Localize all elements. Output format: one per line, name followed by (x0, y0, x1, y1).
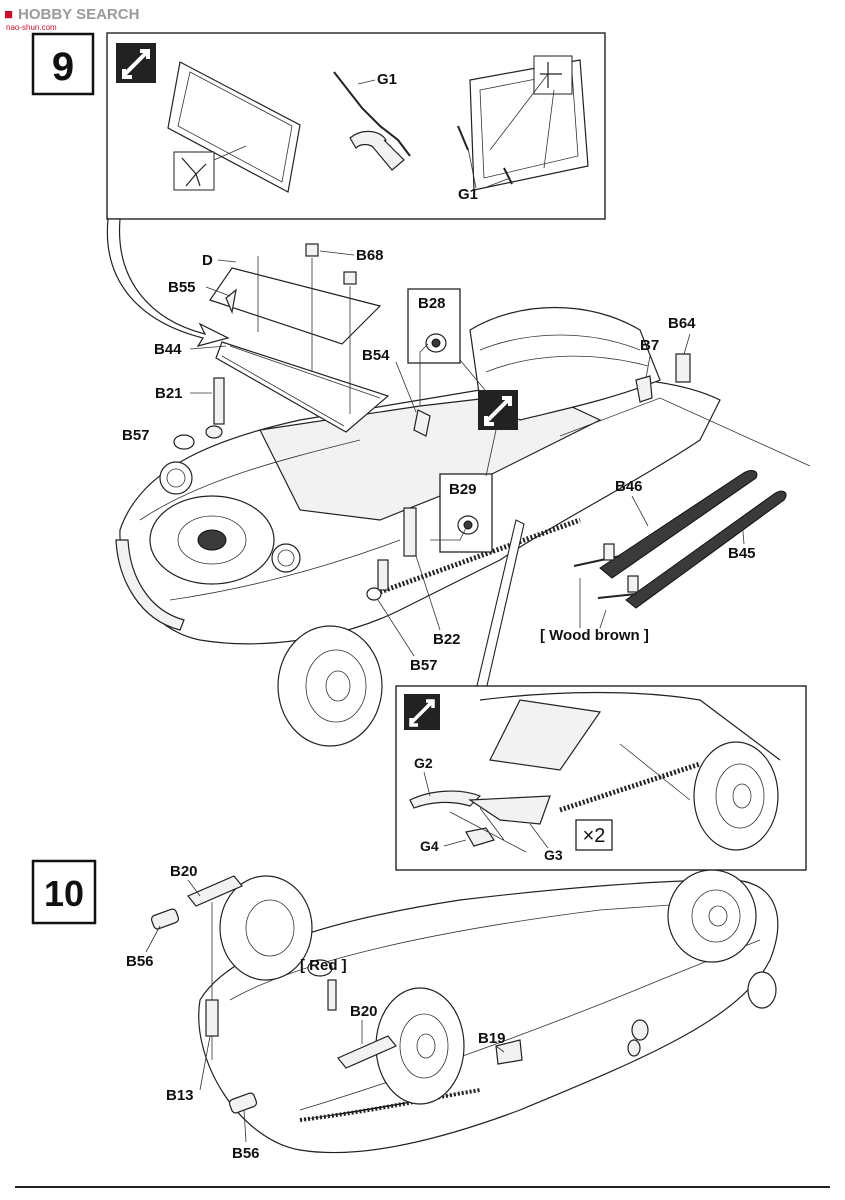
part-b68-a (305, 243, 319, 257)
part-b21 (213, 377, 225, 425)
inset-wheel (693, 741, 779, 851)
step-9: 9 G1 (31, 32, 811, 871)
hinge-detail-box (533, 55, 573, 95)
multiplier-box (575, 819, 613, 851)
underside-wheel-rear (667, 869, 757, 963)
detail-pointer-arrow (106, 218, 230, 347)
part-b56-top (150, 908, 180, 930)
label-b46: B46 (615, 478, 643, 495)
front-wheel (277, 625, 383, 747)
label-b7: B7 (640, 337, 659, 354)
step-9-number: 9 (52, 45, 74, 89)
part-g1-wiper: G1 (333, 71, 411, 171)
label-b54: B54 (362, 347, 390, 364)
step-10: 10 (31, 859, 779, 1162)
part-b64 (675, 353, 691, 383)
windshield-frame-left (167, 61, 301, 193)
rear-light (747, 971, 777, 1009)
label-b64: B64 (668, 315, 696, 332)
label-b57-left: B57 (122, 427, 150, 444)
part-b45-oar (625, 490, 787, 609)
part-b56-bottom (228, 1092, 258, 1114)
label-b55: B55 (168, 279, 196, 296)
part-g3 (468, 795, 551, 825)
part-b57-bottom (366, 587, 382, 601)
oars (573, 470, 787, 609)
label-b28: B28 (418, 295, 446, 312)
label-b68: B68 (356, 247, 384, 264)
watermark-site: nao-shun.com (6, 23, 57, 32)
watermark-brand-prefix: ■ (4, 6, 13, 23)
color-note-wood-brown: [ Wood brown ] (540, 627, 649, 644)
watermark: ■ HOBBY SEARCH nao-shun.com (4, 6, 139, 32)
part-b22 (403, 507, 417, 557)
headlight-left (159, 461, 193, 495)
part-b19 (495, 1039, 523, 1065)
step-9-inset-panel: G2 G3 G4 ×2 (395, 685, 807, 871)
label-b56-bottom: B56 (232, 1145, 260, 1162)
assembly-icon (116, 43, 156, 83)
part-g4 (465, 827, 495, 847)
spare-wheel (149, 495, 275, 585)
label-b20-bottom: B20 (350, 1003, 378, 1020)
callout-b29: B29 (430, 429, 497, 553)
part-b13 (205, 999, 219, 1037)
schwimmwagen-body (115, 306, 721, 747)
part-b57-left (173, 434, 195, 450)
part-b7 (635, 375, 653, 403)
hull-underside (198, 869, 779, 1154)
label-g3: G3 (544, 847, 563, 863)
multiplier-label: ×2 (583, 825, 606, 847)
callout-b28: B28 (407, 288, 491, 406)
page-bottom-rule (15, 1186, 830, 1188)
label-b20-top: B20 (170, 863, 198, 880)
side-rail (379, 517, 581, 595)
label-g2: G2 (414, 755, 433, 771)
part-b46-oar (599, 470, 758, 579)
label-b21: B21 (155, 385, 183, 402)
underside-wheel-front-left (219, 875, 313, 981)
label-b56-top: B56 (126, 953, 154, 970)
label-g1-top: G1 (377, 71, 397, 88)
step-10-number: 10 (44, 873, 84, 914)
inset-assembly-icon (404, 694, 440, 730)
windshield-frame-right: G1 (457, 55, 589, 203)
step-9-box (31, 32, 95, 96)
label-b44: B44 (154, 341, 182, 358)
headlight-right (271, 543, 301, 573)
part-d-glass (209, 267, 382, 345)
step-10-box (31, 859, 97, 925)
label-g1-frame: G1 (458, 186, 478, 203)
part-b55 (225, 288, 237, 315)
pliers-icon (181, 157, 207, 187)
label-b19: B19 (478, 1030, 506, 1047)
label-g4: G4 (420, 838, 439, 854)
color-note-red: [ Red ] (300, 957, 347, 974)
label-b29: B29 (449, 481, 477, 498)
part-b68-b (343, 271, 357, 285)
part-b54 (413, 409, 431, 437)
fuel-cap (307, 959, 333, 977)
label-b13: B13 (166, 1087, 194, 1104)
windshield-on-car (209, 243, 390, 433)
label-b22: B22 (433, 631, 461, 648)
watermark-brand: HOBBY SEARCH (18, 6, 139, 23)
label-d: D (202, 252, 213, 269)
label-b57-bottom: B57 (410, 657, 438, 674)
label-b45: B45 (728, 545, 756, 562)
assembly-icon-2 (478, 390, 518, 430)
part-b20-top (187, 875, 243, 907)
part-b20-bottom (337, 1035, 397, 1069)
